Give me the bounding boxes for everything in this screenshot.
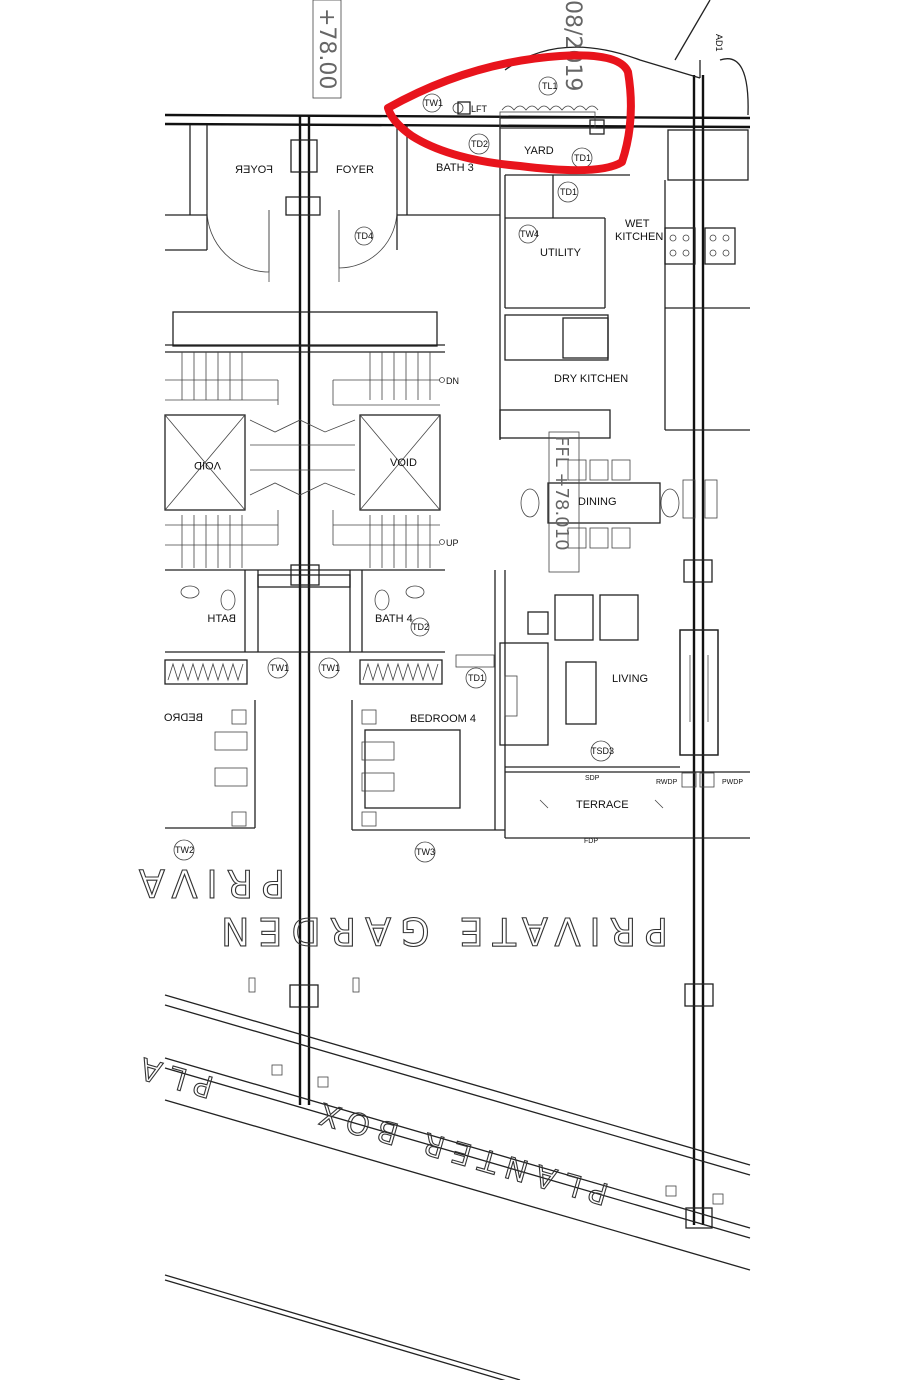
label-wet: WET [625, 218, 650, 230]
svg-text:TD1: TD1 [468, 673, 485, 683]
label-foyer: FOYER [336, 164, 374, 176]
service-area [457, 0, 750, 440]
fixture-codes: SDP RWDP PWDP FDP [584, 775, 743, 845]
label-dry-kitchen: DRY KITCHEN [554, 373, 628, 385]
svg-text:TW3: TW3 [416, 847, 435, 857]
room-labels: YARD WET KITCHEN UTILITY DRY KITCHEN DIN… [163, 145, 663, 811]
label-foyer-mirrored: FOYER [235, 164, 273, 176]
svg-text:TD2: TD2 [471, 139, 488, 149]
svg-text:TD4: TD4 [356, 231, 373, 241]
label-planter-partial: PLA [128, 1047, 217, 1104]
lift-label: LFT [471, 104, 488, 114]
label-bedroom-mirrored: BEDRO [163, 712, 203, 724]
label-bath-3: BATH 3 [436, 162, 474, 174]
date-label: 08/2019 [560, 0, 585, 91]
highlight-circle [384, 51, 635, 175]
dining-living [455, 459, 719, 756]
structural-grid [164, 75, 751, 1229]
planter-band [164, 977, 751, 1380]
annotations: +78.00 08/2019 FFL +78.010 LFT AD1 [312, 0, 724, 573]
svg-text:TW1: TW1 [424, 98, 443, 108]
svg-text:TW2: TW2 [175, 845, 194, 855]
label-void-left-mirrored: VOID [194, 459, 221, 471]
label-planter-box: PLANTER BOX [307, 1093, 612, 1211]
svg-text:TD2: TD2 [412, 622, 429, 632]
garden-labels: PRIVATE GARDEN PRIVA PLANTER BOX PLA [127, 860, 668, 1211]
svg-text:TL1: TL1 [542, 81, 558, 91]
label-private-partial: PRIVA [130, 861, 285, 905]
svg-text:TW1: TW1 [321, 663, 340, 673]
svg-text:TW1: TW1 [270, 663, 289, 673]
ffl-label: FFL +78.010 [551, 436, 572, 551]
ad-tag-label: AD1 [714, 34, 724, 52]
svg-text:RWDP: RWDP [656, 779, 678, 786]
label-private-garden: PRIVATE GARDEN [212, 909, 668, 953]
svg-text:TD1: TD1 [560, 187, 577, 197]
svg-text:TD1: TD1 [574, 153, 591, 163]
opening-tags: TW1 TD2 TD1 TD1 TD4 TW4 TSD3 TD1 TW1 TW1… [173, 76, 614, 863]
svg-text:FDP: FDP [584, 838, 598, 845]
foyer-area [165, 125, 500, 353]
bath-row [165, 102, 464, 653]
svg-text:SDP: SDP [585, 775, 600, 782]
label-kitchen: KITCHEN [615, 231, 663, 243]
label-living: LIVING [612, 673, 648, 685]
label-yard: YARD [524, 145, 554, 157]
svg-text:PWDP: PWDP [722, 779, 743, 786]
svg-text:TW4: TW4 [520, 229, 539, 239]
label-stair-up: UP [446, 538, 459, 548]
terrace-area [505, 766, 750, 839]
label-bath-mirrored: BATH [207, 613, 236, 625]
label-bedroom-4: BEDROOM 4 [410, 713, 476, 725]
bedrooms [164, 570, 506, 838]
label-void-right: VOID [390, 457, 417, 469]
label-stair-dn: DN [446, 376, 459, 386]
stairs-voids [164, 352, 445, 568]
svg-text:TSD3: TSD3 [591, 746, 614, 756]
label-dining: DINING [578, 496, 617, 508]
label-terrace: TERRACE [576, 799, 629, 811]
level-top-label: +78.00 [314, 8, 339, 89]
label-bath-4: BATH 4 [375, 613, 413, 625]
label-utility: UTILITY [540, 247, 582, 259]
